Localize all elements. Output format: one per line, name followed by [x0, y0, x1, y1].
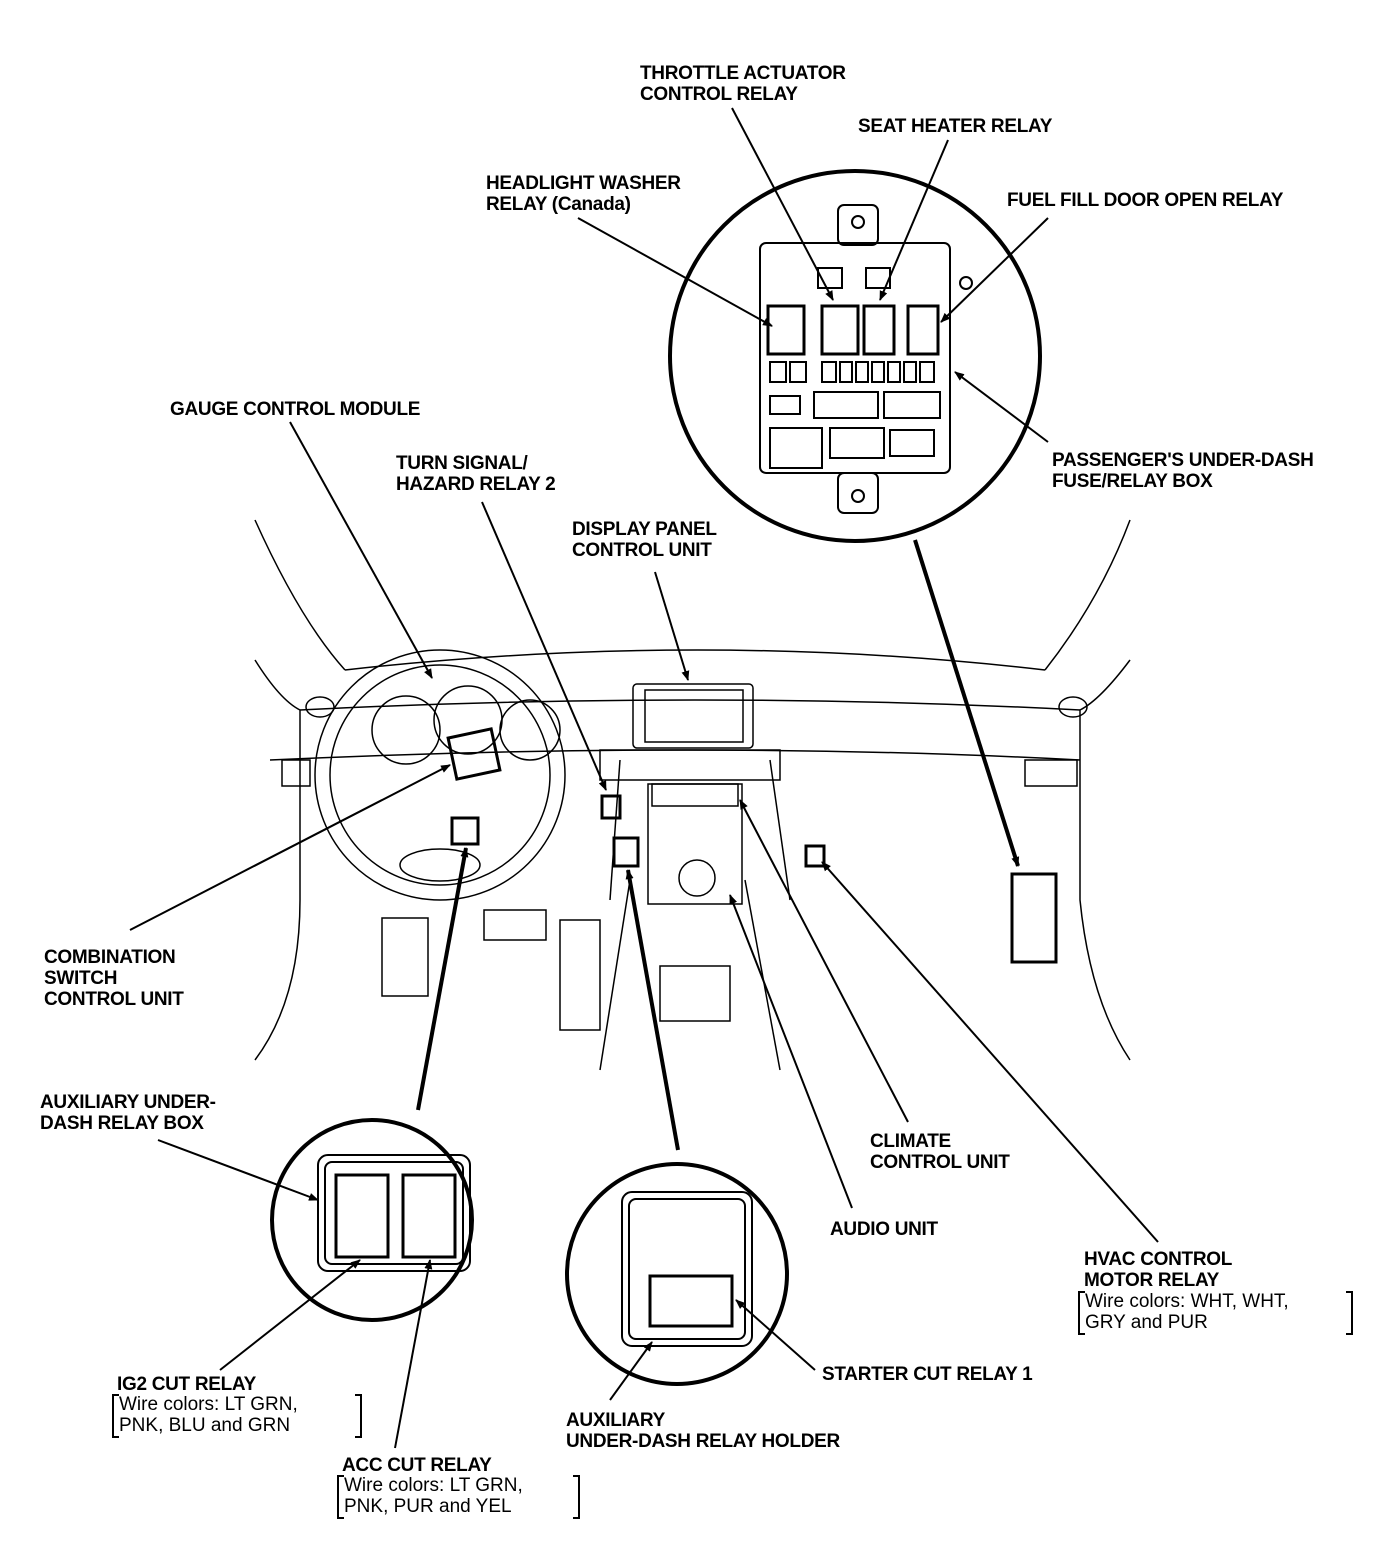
label-seat-heater-relay: SEAT HEATER RELAY: [858, 116, 1053, 137]
label-ig2-cut-relay: IG2 CUT RELAY: [117, 1374, 256, 1395]
fuse-relay-box-drawing: [759, 204, 973, 514]
bracket-right: [1346, 1291, 1353, 1335]
bracket-left: [112, 1394, 119, 1438]
hvac-wire-colors: Wire colors: WHT, WHT,GRY and PUR: [1085, 1291, 1289, 1333]
ig2-wire-colors: Wire colors: LT GRN,PNK, BLU and GRN: [119, 1394, 298, 1436]
label-acc-cut-relay: ACC CUT RELAY: [342, 1455, 492, 1476]
acc-wire-colors: Wire colors: LT GRN,PNK, PUR and YEL: [344, 1475, 523, 1517]
leader-lines: [129, 107, 1159, 1449]
bracket-right: [355, 1394, 362, 1438]
bracket-right: [573, 1475, 580, 1519]
label-turn-signal-relay: TURN SIGNAL/HAZARD RELAY 2: [396, 453, 556, 495]
label-fuel-fill-door-relay: FUEL FILL DOOR OPEN RELAY: [1007, 190, 1284, 211]
label-starter-cut-relay: STARTER CUT RELAY 1: [822, 1364, 1033, 1385]
aux-holder-detail-circle: [565, 1162, 789, 1386]
aux-relay-box-detail-circle: [270, 1118, 474, 1322]
bracket-left: [1078, 1291, 1085, 1335]
label-aux-relay-box: AUXILIARY UNDER-DASH RELAY BOX: [40, 1092, 216, 1134]
label-audio-unit: AUDIO UNIT: [830, 1219, 938, 1240]
label-gauge-control-module: GAUGE CONTROL MODULE: [170, 399, 421, 420]
bracket-left: [337, 1475, 344, 1519]
fuse-box-detail-circle: [668, 169, 1042, 543]
dashboard-drawing: [254, 519, 1131, 1071]
